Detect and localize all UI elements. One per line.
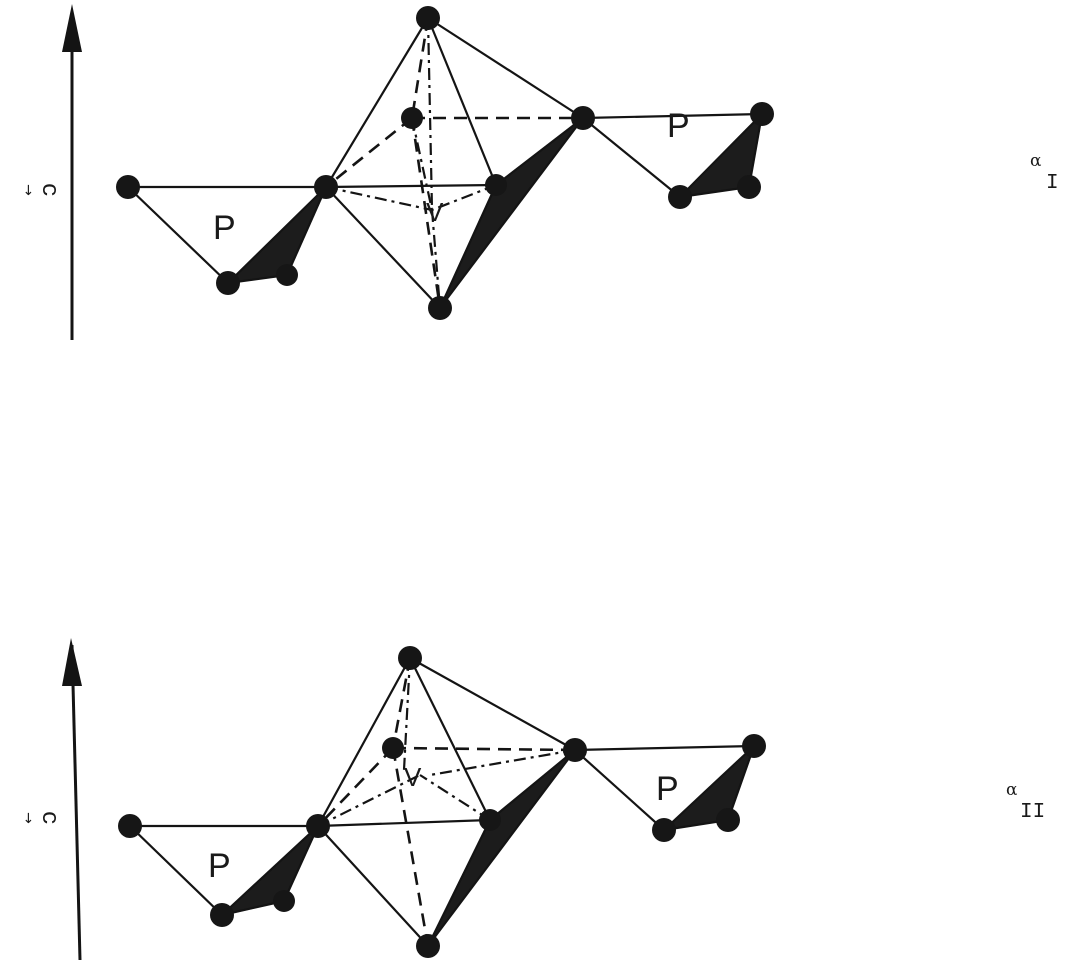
atom	[210, 903, 234, 927]
c-axis-vector-bottom: →	[20, 812, 36, 824]
atom	[416, 934, 440, 958]
label-p-right-bottom: P	[656, 770, 679, 808]
atom	[398, 646, 422, 670]
label-p-left-top: P	[213, 209, 236, 247]
atom	[273, 890, 295, 912]
c-axis-vector-top: →	[20, 184, 36, 196]
atom	[668, 185, 692, 209]
label-p-right-top: P	[667, 107, 690, 145]
atom	[742, 734, 766, 758]
c-axis-label-top: c	[35, 183, 62, 197]
atom	[652, 818, 676, 842]
atom	[737, 175, 761, 199]
atoms-top	[116, 6, 774, 320]
atom	[485, 174, 507, 196]
c-axis-bottom: c →	[20, 638, 82, 961]
atom	[716, 808, 740, 832]
panel-alpha-two: c →	[20, 638, 1045, 961]
phase-subscript-bottom: II	[1020, 801, 1045, 824]
octahedron-top	[325, 17, 584, 309]
atom	[750, 102, 774, 126]
atom	[401, 107, 423, 129]
atom	[118, 814, 142, 838]
panel-alpha-one: c →	[20, 4, 1059, 340]
atom	[416, 6, 440, 30]
atoms-bottom	[118, 646, 766, 958]
atom	[479, 809, 501, 831]
right-tetrahedron-top	[582, 112, 764, 199]
atom	[428, 296, 452, 320]
phase-symbol-bottom: α	[1006, 780, 1018, 800]
label-v-bottom: V	[404, 762, 422, 792]
phase-subscript-top: I	[1046, 172, 1059, 195]
atom	[306, 814, 330, 838]
c-axis-label-bottom: c	[35, 811, 62, 825]
atom	[276, 264, 298, 286]
phase-symbol-top: α	[1030, 151, 1042, 171]
c-axis-top: c →	[20, 4, 82, 340]
label-p-left-bottom: P	[208, 847, 231, 885]
atom	[571, 106, 595, 130]
atom	[116, 175, 140, 199]
left-tetrahedron-top	[127, 185, 328, 285]
octahedron-bottom	[317, 657, 576, 947]
atom	[314, 175, 338, 199]
atom	[382, 737, 404, 759]
atom	[216, 271, 240, 295]
label-v-top: V	[426, 197, 444, 227]
atom	[563, 738, 587, 762]
